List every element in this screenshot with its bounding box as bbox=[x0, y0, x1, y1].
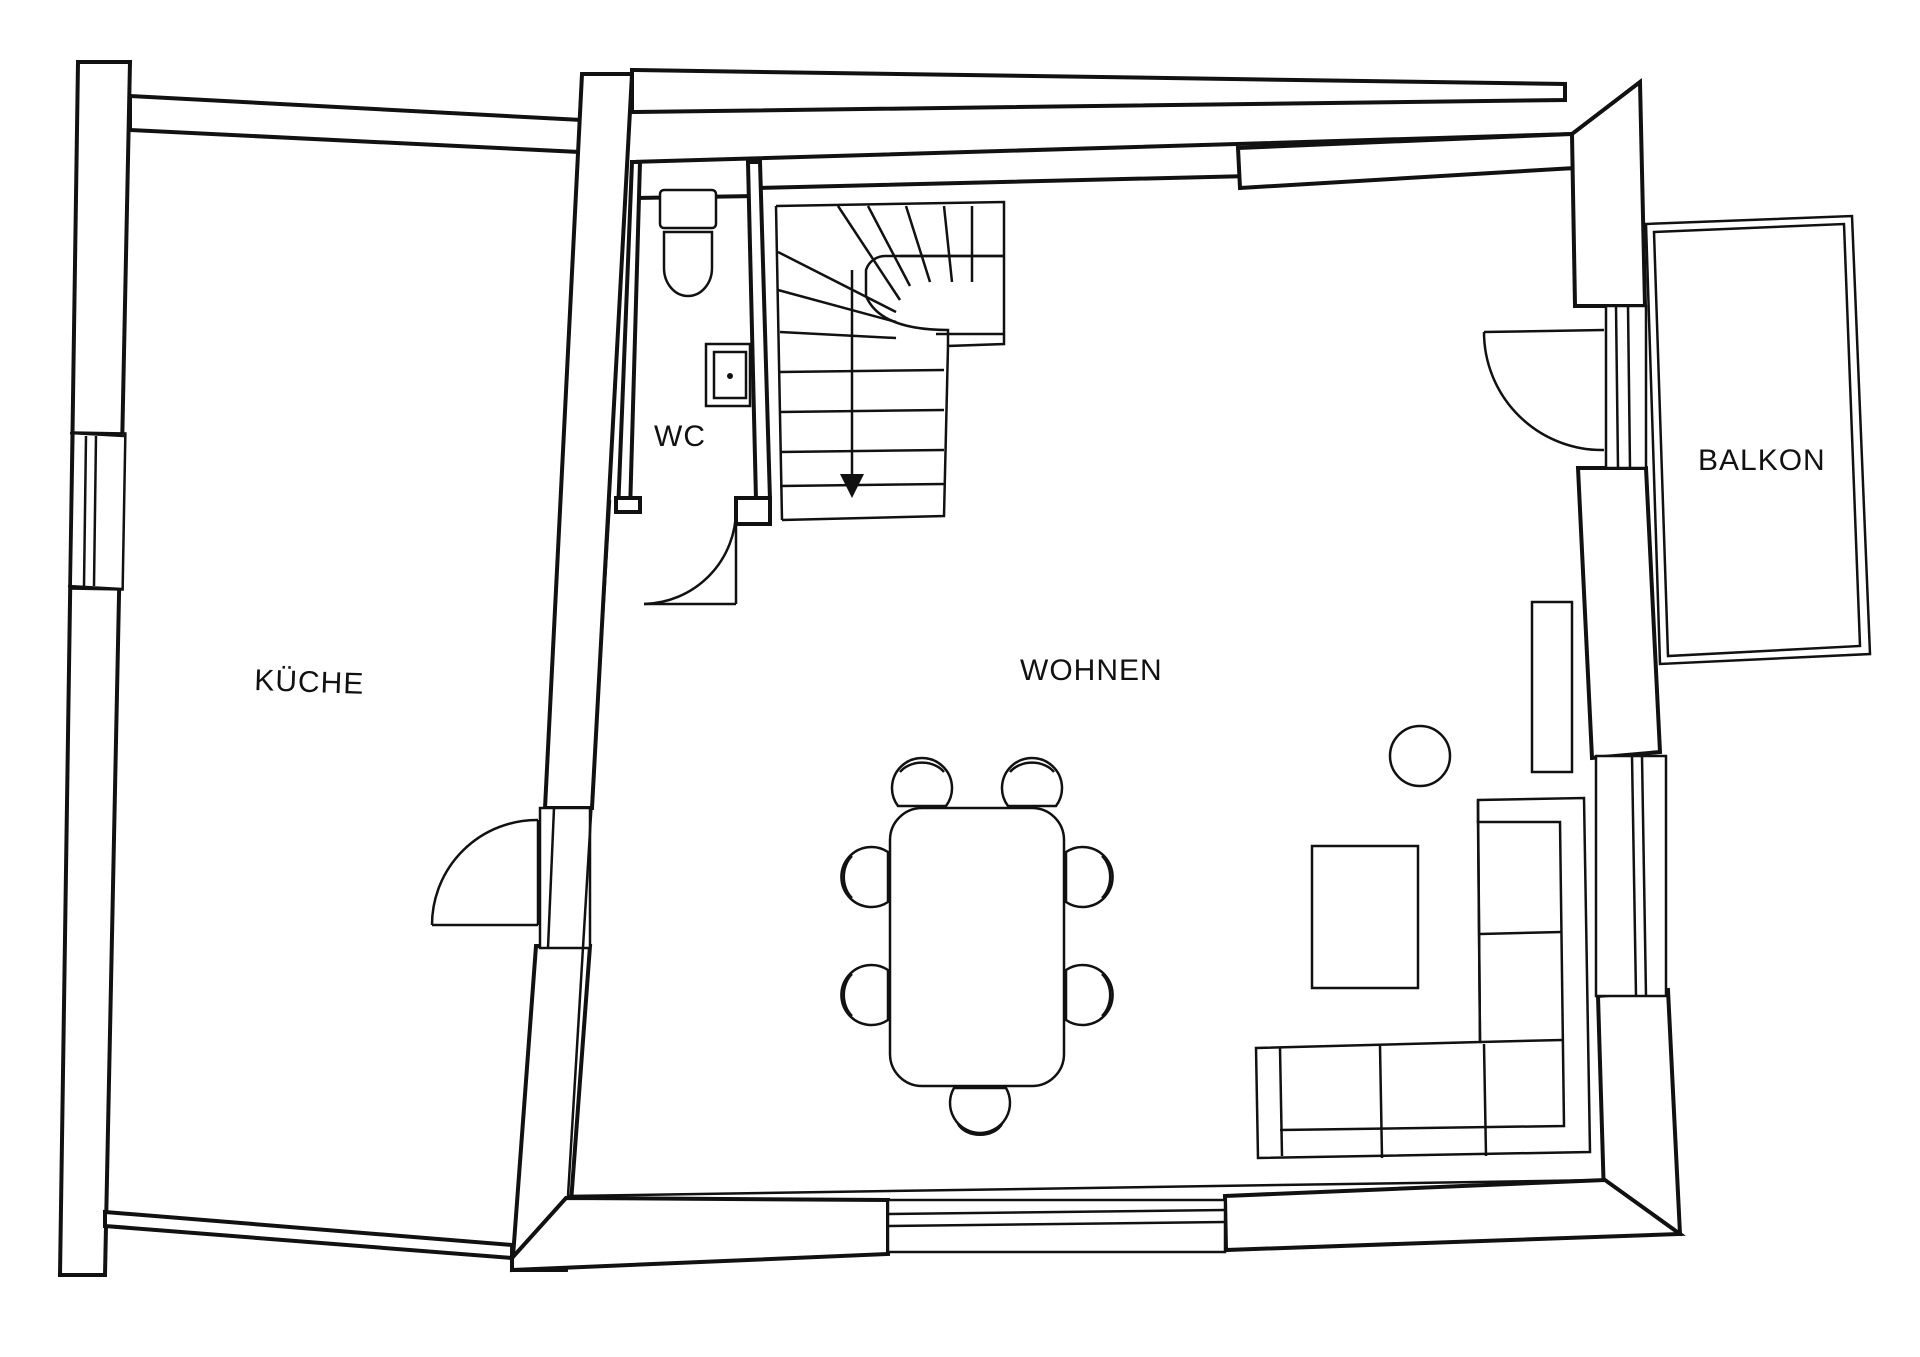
kueche-label: KÜCHE bbox=[254, 664, 365, 701]
side-table bbox=[1388, 724, 1452, 788]
bottom-window bbox=[886, 1198, 1227, 1254]
corner-sofa bbox=[1254, 796, 1592, 1160]
coffee-table bbox=[1310, 844, 1420, 990]
balkon-label: BALKON bbox=[1698, 444, 1826, 477]
wc-sink bbox=[704, 342, 752, 408]
dining-chair bbox=[948, 1086, 1012, 1137]
dining-set bbox=[840, 756, 1114, 1137]
kueche-walls bbox=[57, 60, 635, 1277]
dining-chair bbox=[1064, 845, 1114, 909]
wc-door bbox=[643, 509, 738, 606]
dining-table bbox=[888, 806, 1066, 1088]
wc-bottom-wall-right bbox=[734, 496, 772, 526]
balcony bbox=[1482, 214, 1872, 998]
top-outer-wall bbox=[630, 67, 1567, 115]
dining-chair bbox=[1064, 963, 1114, 1027]
wc-bottom-wall-left bbox=[614, 496, 642, 514]
dining-chair bbox=[840, 845, 890, 909]
kitchen-window bbox=[67, 431, 127, 591]
lounge bbox=[1254, 600, 1592, 1160]
staircase bbox=[774, 200, 1006, 522]
stair-arrow-icon bbox=[840, 474, 864, 498]
left-outer-wall bbox=[57, 60, 133, 1277]
wohnen-label: WOHNEN bbox=[1020, 654, 1163, 687]
wc-label: WC bbox=[654, 420, 706, 453]
kitchen-top-wall bbox=[128, 93, 585, 155]
dining-chair bbox=[840, 963, 890, 1027]
bottom-outer-wall-left bbox=[510, 1195, 890, 1273]
wc-room bbox=[614, 160, 773, 606]
kitchen-bottom-wall bbox=[103, 1209, 514, 1261]
kitchen-door bbox=[430, 806, 592, 950]
bottom-outer-wall-right bbox=[1222, 1177, 1686, 1253]
right-upper-wall bbox=[1569, 78, 1648, 308]
right-middle-wall bbox=[1575, 466, 1663, 761]
toilet bbox=[658, 188, 718, 298]
dining-chair bbox=[890, 756, 954, 808]
sideboard bbox=[1530, 600, 1574, 774]
wc-stair-wall bbox=[745, 160, 773, 502]
dining-chair bbox=[1000, 756, 1064, 808]
